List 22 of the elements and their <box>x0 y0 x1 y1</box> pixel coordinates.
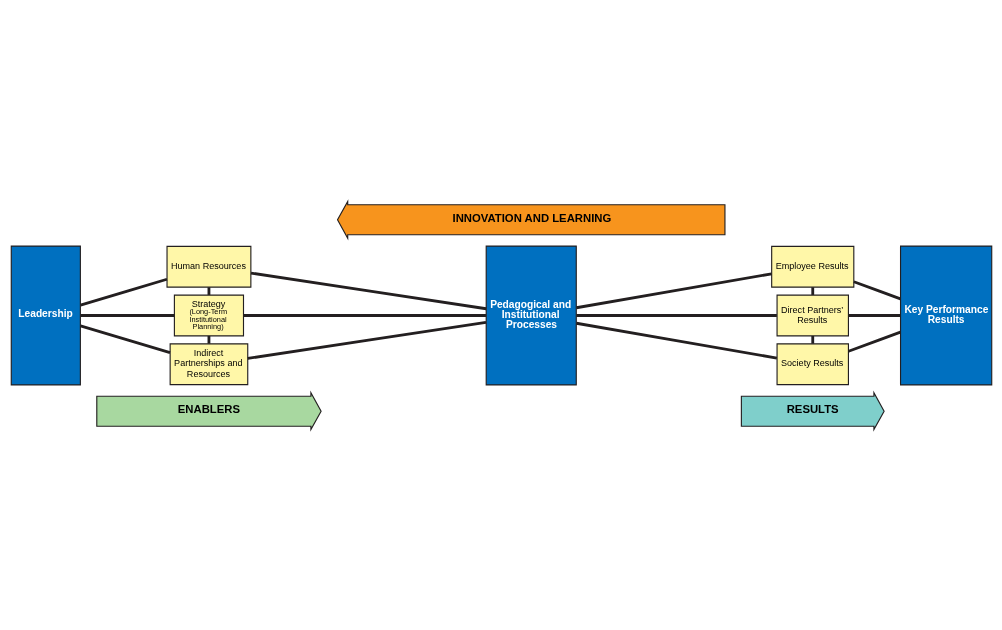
node-box: Indirect Partnerships and Resources <box>169 342 248 385</box>
connector <box>575 321 777 359</box>
connector <box>79 277 167 307</box>
node-box: Society Results <box>776 342 849 385</box>
connector <box>79 323 170 354</box>
node-box: Direct Partners’ Results <box>776 294 849 336</box>
connector <box>848 313 900 317</box>
connector <box>810 335 814 344</box>
node-box: Pedagogical and Institutional Processes <box>485 245 577 385</box>
connector <box>80 313 174 317</box>
node-box: Employee Results <box>770 245 854 288</box>
node-box: Key Performance Results <box>899 245 992 385</box>
connector <box>575 313 777 317</box>
connector <box>810 286 814 295</box>
connector <box>575 271 772 309</box>
connector <box>243 313 486 317</box>
connector <box>250 271 486 310</box>
connector <box>247 320 486 360</box>
connector <box>852 279 901 300</box>
node-box: Human Resources <box>165 245 251 288</box>
node-box: Leadership <box>10 245 81 385</box>
connector <box>847 330 901 353</box>
